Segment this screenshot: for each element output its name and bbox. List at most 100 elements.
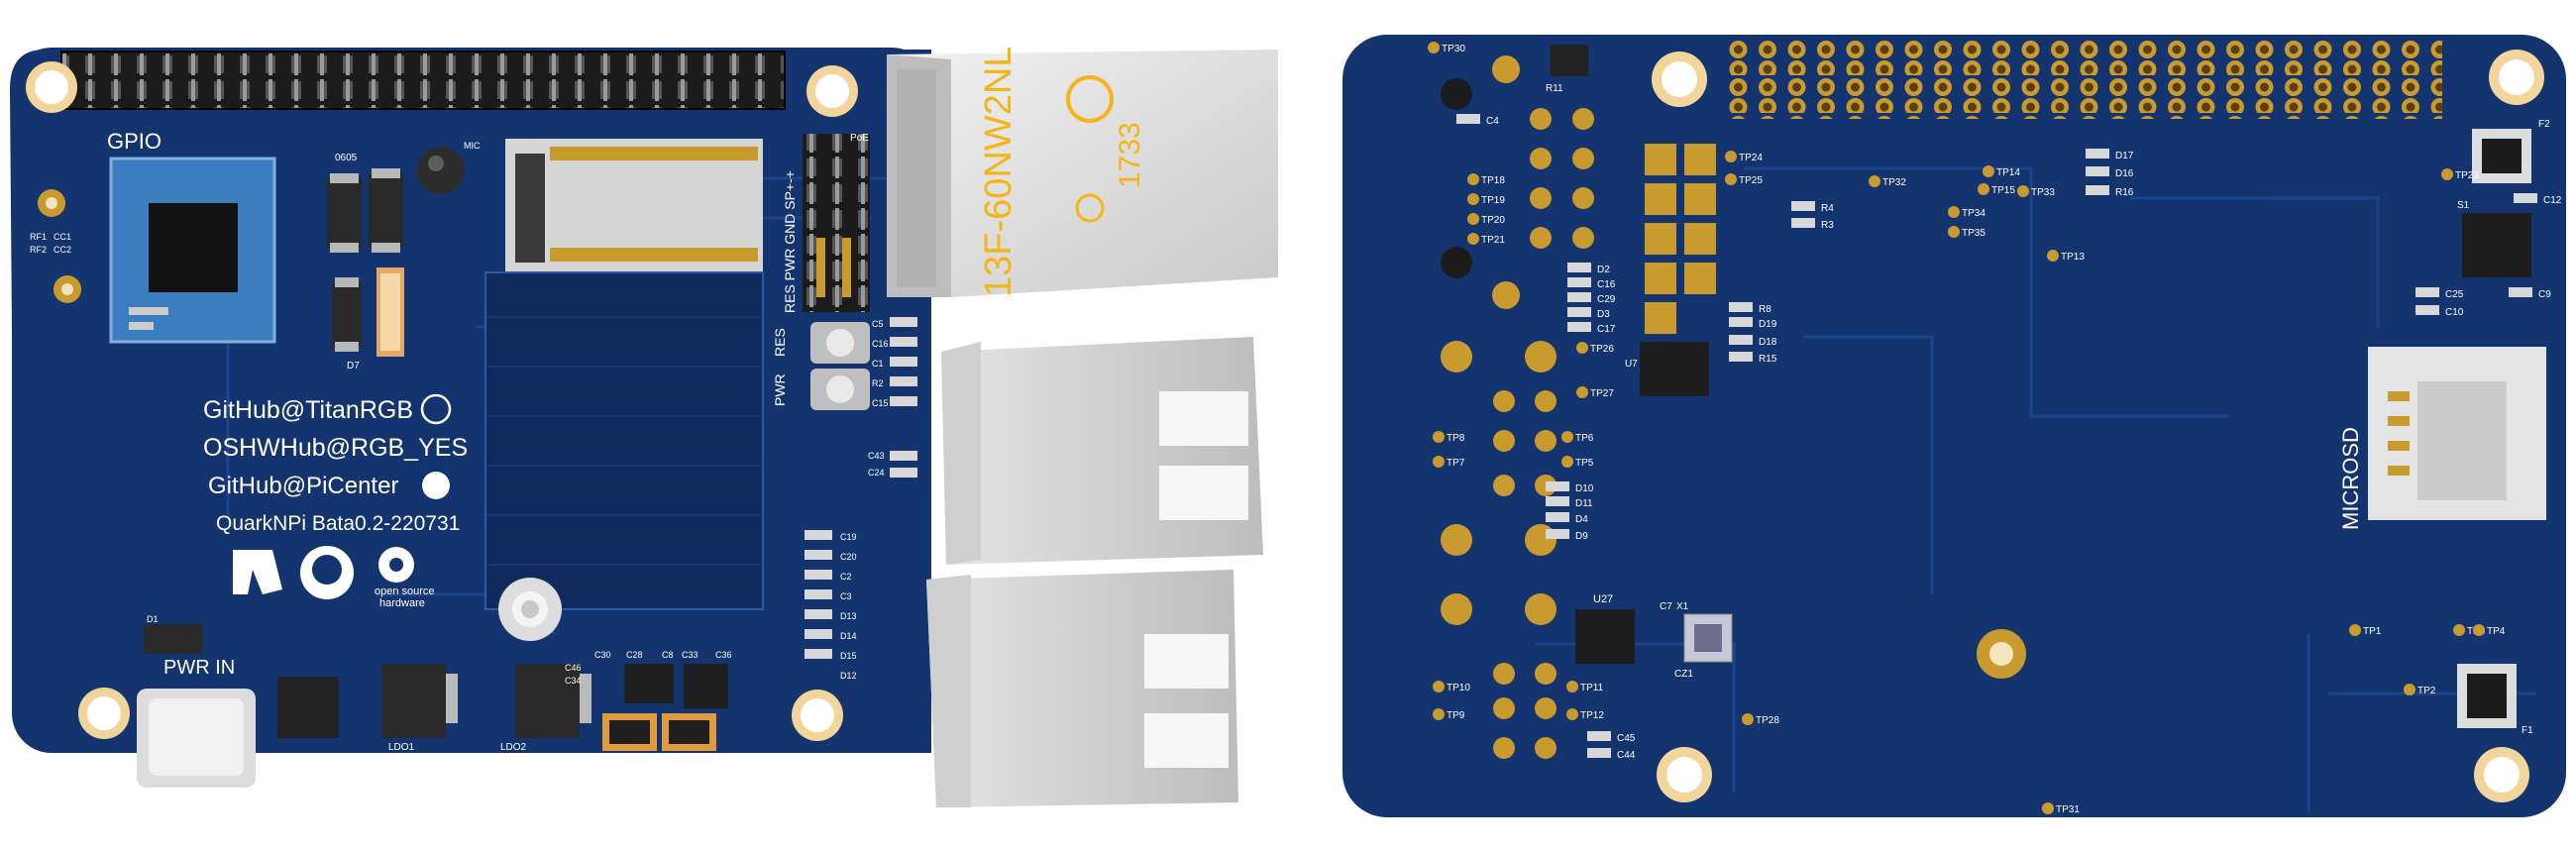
fuse-f1 bbox=[2457, 664, 2517, 728]
svg-text:C34: C34 bbox=[565, 676, 582, 686]
ul-mark-icon bbox=[1066, 75, 1114, 123]
svg-text:S1: S1 bbox=[2457, 200, 2470, 211]
open-source-hardware-icon bbox=[378, 547, 414, 583]
silkscreen-label: TP28 bbox=[1756, 715, 1779, 726]
smd-component bbox=[1587, 731, 1611, 741]
gpio-header bbox=[61, 52, 785, 109]
test-point-pad bbox=[1725, 151, 1737, 162]
svg-text:D15: D15 bbox=[840, 651, 857, 661]
svg-text:C8: C8 bbox=[662, 650, 674, 660]
silkscreen-label: TP23 bbox=[2455, 170, 2479, 181]
test-point-pad bbox=[1467, 233, 1479, 245]
power-components bbox=[327, 147, 465, 357]
gpio-pads bbox=[1729, 40, 2442, 119]
silkscreen-label: R16 bbox=[2115, 187, 2134, 198]
test-point-pad bbox=[1742, 713, 1754, 725]
gpio-label: GPIO bbox=[107, 129, 161, 154]
svg-text:MICROSD: MICROSD bbox=[2338, 427, 2363, 530]
pmic-chip bbox=[277, 677, 339, 738]
smd-parts: D17D16R16R4R3D2C16C29D3C17R8D19D18R15D10… bbox=[1456, 114, 2562, 761]
svg-text:CC2: CC2 bbox=[54, 245, 71, 255]
smd-component bbox=[2086, 185, 2109, 195]
usb-a-port-upper bbox=[941, 337, 1263, 565]
h-logo-icon bbox=[233, 550, 282, 594]
silkscreen-label: TP10 bbox=[1447, 683, 1470, 693]
smd-component bbox=[1546, 496, 1569, 506]
silkscreen-label: C16 bbox=[1597, 279, 1616, 290]
svg-text:C36: C36 bbox=[715, 650, 732, 660]
silkscreen-label: TP12 bbox=[1580, 710, 1604, 721]
svg-text:C19: C19 bbox=[840, 532, 857, 542]
res-button[interactable] bbox=[810, 369, 870, 410]
svg-text:D7: D7 bbox=[347, 361, 360, 372]
svg-text:C43: C43 bbox=[868, 451, 885, 461]
smd-component bbox=[1729, 335, 1753, 345]
svg-text:hardware: hardware bbox=[379, 597, 425, 609]
svg-text:1733: 1733 bbox=[1114, 122, 1146, 188]
smd-component bbox=[1546, 512, 1569, 522]
svg-text:C5: C5 bbox=[872, 319, 884, 329]
test-point-pad bbox=[1428, 42, 1440, 53]
test-point-pad bbox=[2042, 802, 2054, 814]
control-header bbox=[803, 134, 870, 312]
brand-logo-icon bbox=[420, 393, 452, 425]
smd-component bbox=[1729, 352, 1753, 362]
silkscreen-label: D17 bbox=[2115, 151, 2134, 161]
test-point-pad bbox=[1467, 193, 1479, 205]
m2-connector bbox=[505, 139, 763, 272]
silkscreen-label: R8 bbox=[1759, 304, 1771, 315]
test-point-pad bbox=[1983, 165, 1994, 177]
smd-component bbox=[2514, 193, 2537, 203]
test-point-pad bbox=[1978, 183, 1989, 195]
test-point-pad bbox=[1566, 681, 1578, 692]
smd-component bbox=[1729, 317, 1753, 327]
silkscreen-label: D4 bbox=[1575, 514, 1588, 525]
silkscreen-label: TP30 bbox=[1442, 44, 1465, 54]
test-point-pad bbox=[1467, 173, 1479, 185]
github-icon bbox=[300, 546, 354, 599]
test-point-pad bbox=[1561, 456, 1573, 468]
svg-text:F1: F1 bbox=[2522, 725, 2533, 736]
u27-chip bbox=[1575, 609, 1635, 664]
test-point-pad bbox=[1433, 708, 1445, 720]
silkscreen-label: TP26 bbox=[1590, 344, 1614, 355]
silkscreen-label: C12 bbox=[2543, 195, 2562, 206]
rj45-jack bbox=[887, 50, 1278, 297]
smd-component bbox=[2415, 287, 2439, 297]
svg-text:C2: C2 bbox=[840, 572, 852, 582]
u7-chip bbox=[1640, 342, 1709, 396]
smd-component bbox=[1567, 277, 1591, 287]
smd-component bbox=[1567, 263, 1591, 272]
compute-module-area bbox=[484, 271, 764, 610]
smd-component bbox=[1791, 201, 1815, 211]
silkscreen-label: C4 bbox=[1486, 116, 1499, 127]
silkscreen-label: TP4 bbox=[2487, 626, 2506, 637]
test-point-pad bbox=[2441, 168, 2453, 180]
silkscreen-label: TP7 bbox=[1447, 458, 1465, 469]
silkscreen-label: R4 bbox=[1821, 203, 1834, 214]
silkscreen-label: D19 bbox=[1759, 319, 1777, 330]
silkscreen-label: TP31 bbox=[2056, 804, 2080, 815]
silkscreen-label: R3 bbox=[1821, 220, 1834, 231]
smd-component bbox=[1791, 218, 1815, 228]
github-pi-label: GitHub@PiCenter bbox=[208, 473, 398, 499]
through-hole-pads bbox=[1441, 55, 1716, 759]
silkscreen-label: TP6 bbox=[1575, 433, 1594, 444]
silkscreen-label: D16 bbox=[2115, 168, 2134, 179]
pwr-button[interactable] bbox=[810, 322, 870, 364]
usb-c-connector bbox=[137, 624, 256, 788]
svg-text:U27: U27 bbox=[1593, 593, 1613, 605]
smd-component bbox=[2086, 149, 2109, 159]
svg-text:R2: R2 bbox=[872, 378, 884, 388]
github-titan-label: GitHub@TitanRGB bbox=[203, 396, 413, 424]
smd-component bbox=[1567, 307, 1591, 317]
svg-text:RF2: RF2 bbox=[30, 245, 47, 255]
back-board: U7 U27 C7 X1 CZ1 R11 MICROSD S1 F2 F bbox=[1342, 35, 2566, 817]
silkscreen-label: TP18 bbox=[1481, 175, 1505, 186]
svg-text:C30: C30 bbox=[594, 650, 611, 660]
svg-text:C7: C7 bbox=[1660, 601, 1672, 612]
antenna-connectors bbox=[38, 189, 81, 303]
svg-text:C46: C46 bbox=[565, 663, 582, 673]
silkscreen-label: TP2 bbox=[2417, 686, 2436, 696]
